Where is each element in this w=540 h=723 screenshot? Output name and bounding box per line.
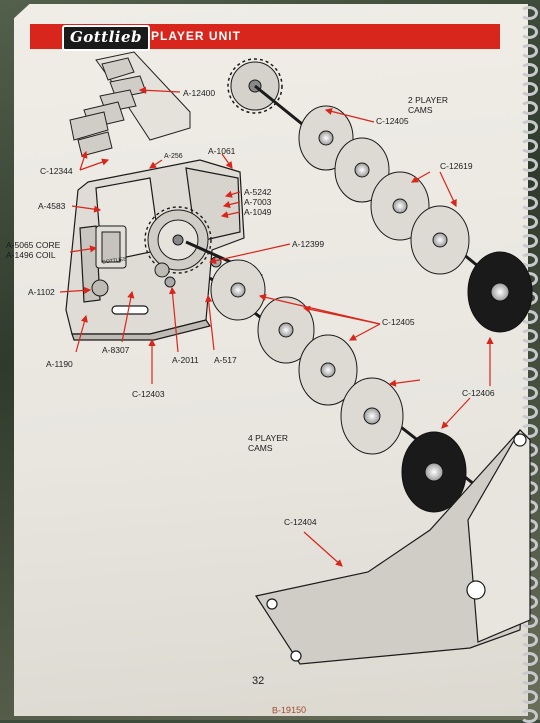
spiral-coil <box>520 348 538 362</box>
spiral-coil <box>520 329 538 343</box>
label-c12403: C-12403 <box>132 389 165 399</box>
black-disc-upper <box>467 251 533 333</box>
label-4-player: 4 PLAYER <box>248 433 289 443</box>
label-c12405-top: C-12405 <box>376 116 409 126</box>
label-a256: A-256 <box>164 153 183 160</box>
top-bracket <box>69 51 191 157</box>
spiral-coil <box>520 25 538 39</box>
frame-gear <box>147 209 209 271</box>
label-a1102: A-1102 <box>28 287 55 297</box>
label-c12344: C-12344 <box>40 166 73 176</box>
label-c12405-mid: C-12405 <box>382 317 415 327</box>
label-a8307: A-8307 <box>102 345 130 355</box>
spiral-coil <box>520 6 538 20</box>
label-4-player-cams: CAMS <box>248 443 273 453</box>
label-a4583: A-4583 <box>38 201 66 211</box>
label-a7003: A-7003 <box>244 197 272 207</box>
label-a1496-coil: A-1496 COIL <box>6 250 56 260</box>
label-a12399: A-12399 <box>292 239 325 249</box>
page-title: PLAYER UNIT <box>151 29 241 43</box>
black-disc-lower <box>401 431 467 513</box>
spiral-coil <box>520 177 538 191</box>
spiral-coil <box>520 63 538 77</box>
spiral-coil <box>520 690 538 704</box>
gottlieb-logo: Gottlieb <box>62 25 150 51</box>
frame-gear-teeth <box>144 206 212 274</box>
label-a5065-core: A-5065 CORE <box>6 240 61 250</box>
spiral-coil <box>520 367 538 381</box>
spiral-coil <box>520 234 538 248</box>
spiral-coil <box>520 424 538 438</box>
spiral-coil <box>520 139 538 153</box>
spiral-coil <box>520 215 538 229</box>
bleed-through-text: B-19150 <box>271 704 307 716</box>
label-c12404: C-12404 <box>284 517 317 527</box>
spiral-coil <box>520 253 538 267</box>
spiral-coil <box>520 405 538 419</box>
spiral-coil <box>520 120 538 134</box>
label-a1061: A-1061 <box>208 146 236 156</box>
leader-arrows <box>59 86 494 567</box>
label-2-player: 2 PLAYER <box>408 95 449 105</box>
label-a1049: A-1049 <box>244 207 272 217</box>
spiral-coil <box>520 671 538 685</box>
label-c12406: C-12406 <box>462 388 495 398</box>
spiral-coil <box>520 652 538 666</box>
page-number: 32 <box>252 675 265 687</box>
label-a12400: A-12400 <box>183 88 216 98</box>
spiral-coil <box>520 310 538 324</box>
spiral-coil <box>520 633 538 647</box>
spiral-coil <box>520 82 538 96</box>
cams-2-player <box>298 105 470 275</box>
label-a1190: A-1190 <box>46 359 73 369</box>
spiral-coil <box>520 101 538 115</box>
spiral-coil <box>520 196 538 210</box>
cams-4-player <box>210 259 404 455</box>
bottom-bracket <box>255 429 531 665</box>
coil-assembly <box>91 225 222 297</box>
label-2-player-cams: CAMS <box>408 105 433 115</box>
label-a5242: A-5242 <box>244 187 272 197</box>
label-a517: A-517 <box>214 355 237 365</box>
label-c12619: C-12619 <box>440 161 473 171</box>
label-a2011: A-2011 <box>172 355 199 365</box>
spiral-coil <box>520 44 538 58</box>
spiral-coil <box>520 386 538 400</box>
spiral-coil <box>520 158 538 172</box>
